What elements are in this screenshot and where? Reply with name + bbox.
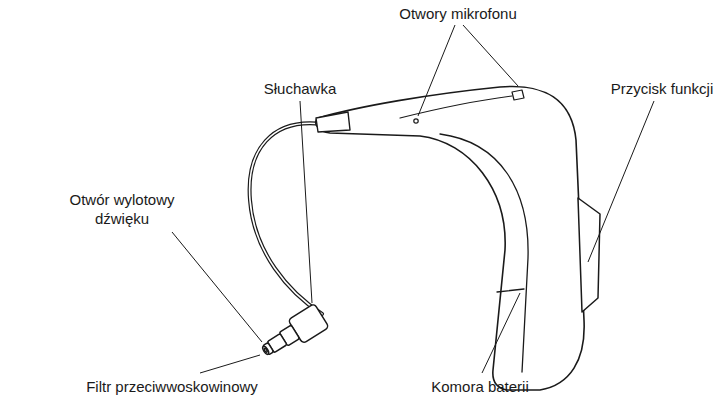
part-label: Otwór wylotowy dźwięku — [58, 190, 186, 228]
microphone-hole — [414, 119, 418, 123]
part-label: Filtr przeciwwoskowinowy — [86, 377, 258, 396]
tip-connector — [316, 112, 350, 132]
front-seam — [440, 134, 528, 372]
leader-line — [588, 101, 654, 262]
leader-lines — [172, 25, 654, 373]
leader-line — [172, 232, 262, 342]
leader-line — [418, 25, 455, 116]
part-label: Przycisk funkcji — [611, 79, 714, 98]
leader-line — [300, 101, 312, 303]
part-label: Komora baterii — [431, 377, 529, 396]
receiver — [257, 303, 330, 363]
microphone-hole — [512, 90, 524, 100]
battery-door-seam — [497, 289, 524, 292]
leader-line — [200, 355, 260, 373]
top-ridge — [400, 96, 512, 118]
function-button — [578, 198, 600, 312]
part-label: Słuchawka — [264, 79, 337, 98]
leader-line — [463, 25, 518, 86]
leader-line — [482, 293, 520, 373]
housing — [316, 86, 585, 390]
part-label: Otwory mikrofonu — [399, 4, 517, 23]
